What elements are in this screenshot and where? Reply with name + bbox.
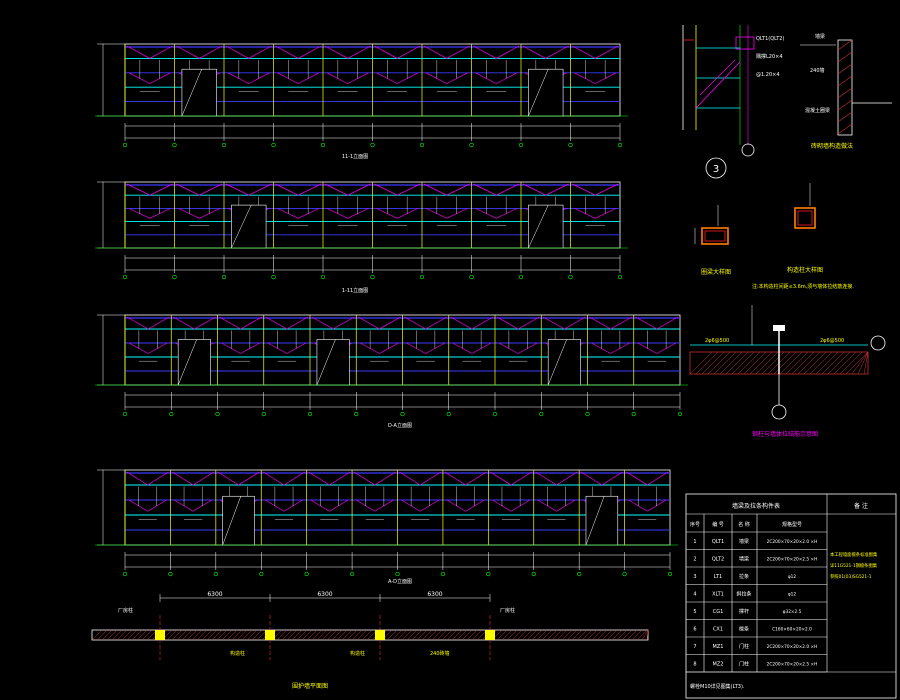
parapet-label: 墙梁 — [815, 33, 825, 40]
table-header-cell: 名 称 — [738, 521, 750, 528]
table-cell: CX1 — [713, 627, 723, 633]
table-cell: 墙梁 — [739, 556, 749, 563]
table-cell: 檩条 — [739, 626, 749, 633]
section-caption: 圈梁大样图 — [701, 268, 731, 276]
table-header-cell: 规格型号 — [782, 521, 802, 528]
elevation-1-11: 1-11立面图 — [95, 181, 628, 294]
plan-label: 厂房柱 — [118, 607, 133, 614]
table-cell: 4 — [693, 592, 696, 598]
tie-label: 2φ6@500 — [820, 338, 844, 344]
plan-dim: 6300 — [317, 591, 332, 598]
table-cell: 墙梁 — [739, 538, 749, 545]
table-cell: 7 — [693, 644, 696, 650]
table-cell: 5 — [693, 609, 696, 615]
detail-3-number: 3 — [713, 164, 719, 175]
elevation-caption: 1-11立面图 — [342, 287, 368, 294]
table-cell: MZ2 — [713, 662, 724, 668]
plan-label: 厂房柱 — [500, 607, 515, 614]
table-cell: XLT1 — [712, 592, 724, 598]
table-remark-line: 参照01(03)SG521-1 — [830, 573, 872, 580]
detail-3-label: 隅撑L20×4 — [756, 53, 783, 60]
detail-3: QLT1(QLT2) 隅撑L20×4 @1.20×4 3 — [682, 25, 784, 179]
plan-label: 构造柱 — [350, 650, 365, 657]
table-remark-line: 详11G521-1钢檩条图集 — [830, 562, 878, 569]
table-footer: 螺栓M10详见图集(LT3). — [690, 683, 745, 690]
elevation-caption: 11-1立面图 — [342, 153, 368, 160]
table-cell: 2C200×70×20×2.5 ×H — [767, 662, 818, 668]
elevation-11-1: 11-1立面图 — [95, 43, 628, 160]
table-cell: CG1 — [713, 609, 724, 615]
plan-dim: 6300 — [207, 591, 222, 598]
table-cell: C160×60×20×2.0 — [772, 627, 812, 633]
table-cell: 1 — [693, 539, 696, 545]
detail-number-circle — [705, 157, 727, 179]
table-title: 墙梁及拉条构件表 — [732, 502, 780, 510]
table-cell: φ12 — [788, 574, 797, 580]
table-cell: 2C200×70×20×2.0 ×H — [767, 644, 818, 650]
table-cell: LT1 — [714, 574, 722, 580]
table-body: 1 QLT1 墙梁 2C200×70×20×2.0 ×H 2 QLT2 墙梁 2C200×70… — [693, 538, 817, 668]
detail-3-label: QLT1(QLT2) — [756, 36, 784, 42]
plan-label: 构造柱 — [230, 650, 245, 657]
elevation-d-a: D-A立面图 — [95, 314, 688, 429]
table-header-cell: 编 号 — [712, 521, 724, 528]
plan-caption: 围护墙平面图 — [292, 682, 328, 690]
tie-label: 2φ6@500 — [705, 338, 729, 344]
general-note: 注:本构造柱间距≤3.6m,须与墙体拉结筋连接. — [752, 283, 854, 290]
beam-wall-tie-detail: 2φ6@500 2φ6@500 钢柱与墙体拉结筋示意图 — [689, 305, 886, 438]
table-cell: 8 — [693, 662, 696, 668]
table-remark-header: 备 注 — [854, 502, 868, 510]
member-table: 墙梁及拉条构件表 备 注 序号 编 号 名 称 规格型号 1 QLT1 墙梁 2C20… — [685, 493, 897, 699]
elevation-a-d: A-D立面图 — [95, 469, 678, 585]
parapet-label: 240墙 — [810, 67, 825, 74]
section-caption: 构造柱大样图 — [787, 266, 823, 274]
table-header-cell: 序号 — [690, 521, 700, 528]
plan-label: 240砖墙 — [430, 650, 450, 657]
table-cell: 2 — [693, 557, 696, 563]
parapet-section: 墙梁 240墙 混凝土圈梁 砖砌墙构造做法 — [800, 33, 892, 150]
structural-column-detail: 构造柱大样图 — [787, 183, 823, 274]
parapet-label: 混凝土圈梁 — [805, 107, 830, 114]
table-cell: 6 — [693, 627, 696, 633]
elevation-caption: A-D立面图 — [388, 578, 412, 585]
table-cell: 斜拉条 — [736, 591, 751, 598]
table-cell: 拉条 — [739, 573, 749, 580]
elevation-caption: D-A立面图 — [388, 422, 412, 429]
table-cell: QLT2 — [712, 557, 724, 563]
table-cell: φ12 — [788, 592, 797, 598]
ring-beam-detail: 圈梁大样图 — [694, 205, 731, 276]
detail-3-label: @1.20×4 — [756, 72, 780, 78]
wall-plan: 6300 6300 6300 厂房柱 厂房柱 构造柱 构造柱 240砖墙 围护墙… — [91, 591, 649, 690]
table-cell: 3 — [693, 574, 696, 580]
table-cell: 门柱 — [739, 661, 749, 668]
table-cell: 2C200×70×20×2.5 ×H — [767, 557, 818, 563]
table-remark-line: 本工程墙面檩条标准图集 — [830, 551, 878, 558]
plan-dim: 6300 — [427, 591, 442, 598]
table-cell: MZ1 — [713, 644, 724, 650]
table-cell: 2C200×70×20×2.0 ×H — [767, 539, 818, 545]
tie-detail-caption: 钢柱与墙体拉结筋示意图 — [752, 430, 818, 438]
table-cell: QLT1 — [712, 539, 724, 545]
parapet-title: 砖砌墙构造做法 — [811, 142, 853, 150]
table-cell: 门柱 — [739, 643, 749, 650]
table-cell: φ32×2.5 — [783, 609, 802, 615]
table-cell: 撑杆 — [739, 608, 749, 615]
